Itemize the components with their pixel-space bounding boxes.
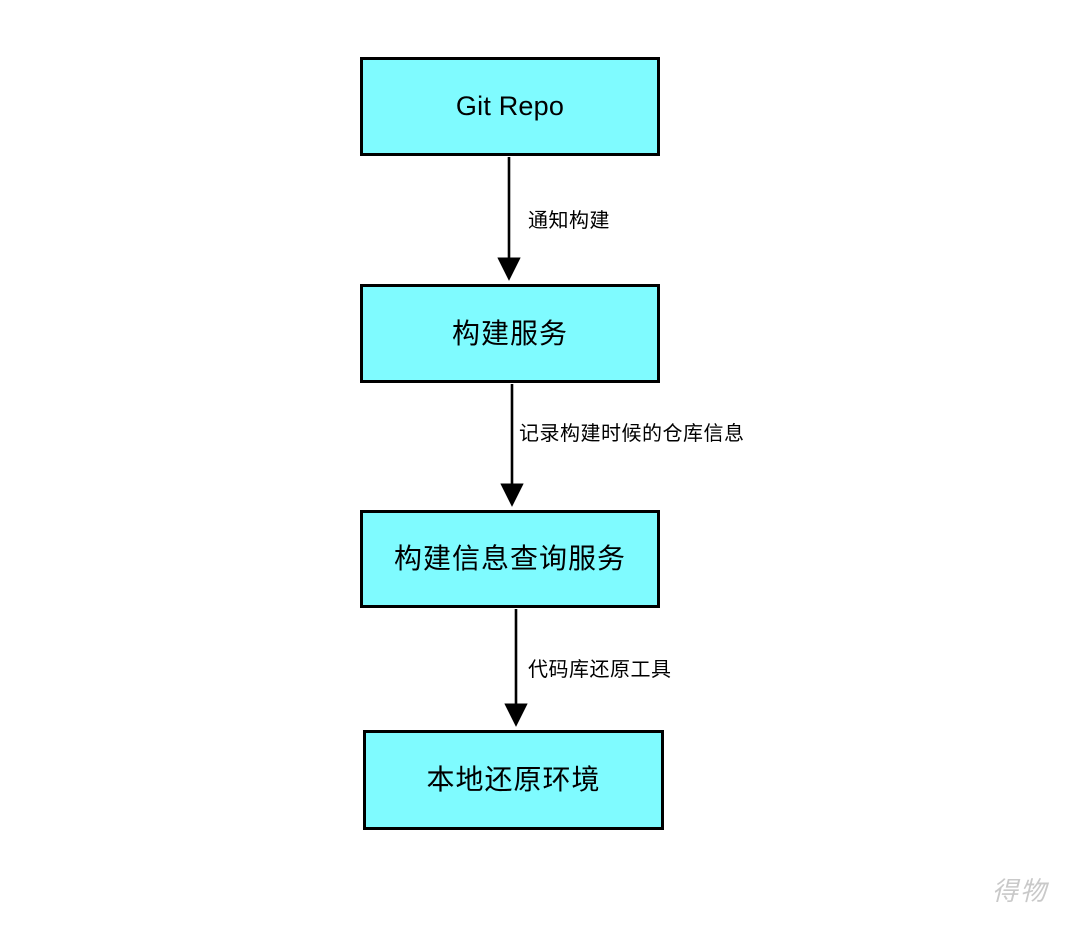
node-git-repo[interactable]: Git Repo (360, 57, 660, 156)
edge-label-repo-restore-tool: 代码库还原工具 (528, 657, 672, 681)
node-build-info-query-service-label: 构建信息查询服务 (393, 542, 626, 575)
node-local-restore-environment[interactable]: 本地还原环境 (363, 730, 664, 830)
node-build-service[interactable]: 构建服务 (360, 284, 660, 383)
node-local-restore-environment-label: 本地还原环境 (426, 763, 601, 796)
watermark: 得物 (991, 877, 1048, 907)
node-build-service-label: 构建服务 (451, 316, 568, 350)
edge-label-notify-build: 通知构建 (528, 208, 610, 232)
node-build-info-query-service[interactable]: 构建信息查询服务 (360, 510, 660, 608)
node-git-repo-label: Git Repo (455, 91, 565, 121)
edge-label-record-repo-info: 记录构建时候的仓库信息 (519, 421, 745, 445)
